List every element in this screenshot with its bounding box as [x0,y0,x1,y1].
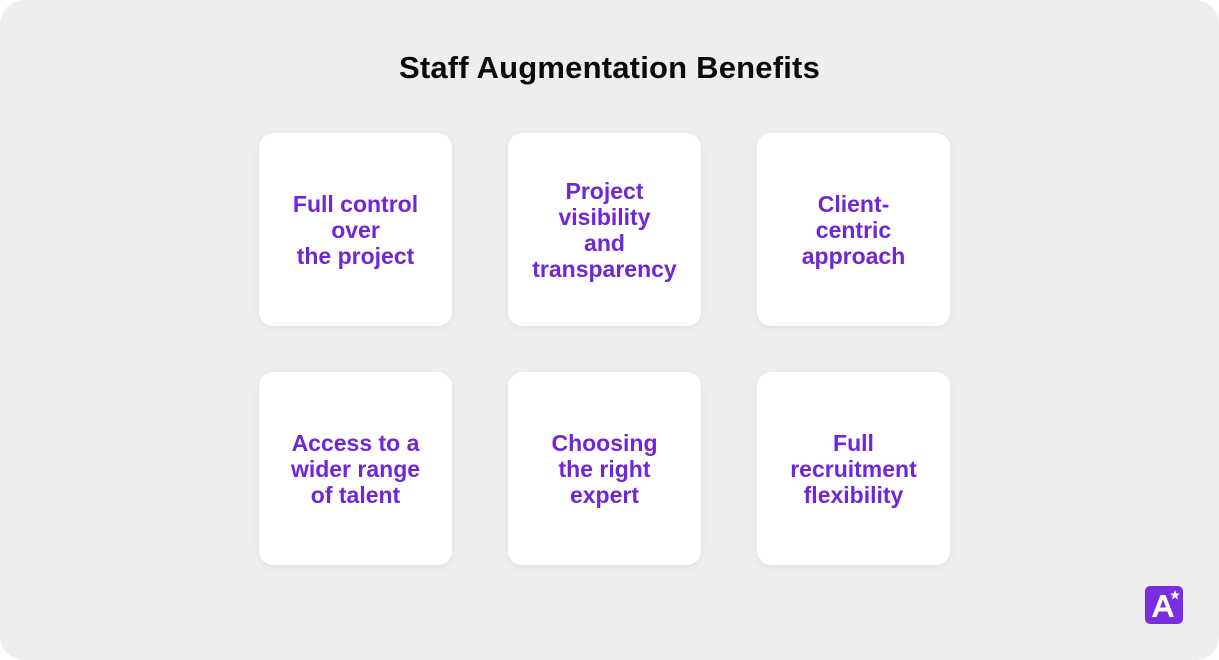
benefit-card-recruitment-flexibility: Full recruitment flexibility [757,372,950,565]
benefit-card-full-control: Full control over the project [259,133,452,326]
benefit-card-client-centric: Client- centric approach [757,133,950,326]
a-star-logo-icon [1145,586,1183,624]
benefit-card-label: Full control over the project [292,190,419,269]
page-title: Staff Augmentation Benefits [398,50,821,85]
benefit-card-label: Access to a wider range of talent [290,429,421,508]
benefit-card-label: Project visibility and transparency [532,177,677,282]
benefit-card-label: Choosing the right expert [551,429,658,508]
benefit-card-right-expert: Choosing the right expert [508,372,701,565]
benefit-card-label: Client- centric approach [801,190,906,269]
benefit-card-talent-access: Access to a wider range of talent [259,372,452,565]
benefit-card-visibility: Project visibility and transparency [508,133,701,326]
benefit-card-label: Full recruitment flexibility [790,429,917,508]
